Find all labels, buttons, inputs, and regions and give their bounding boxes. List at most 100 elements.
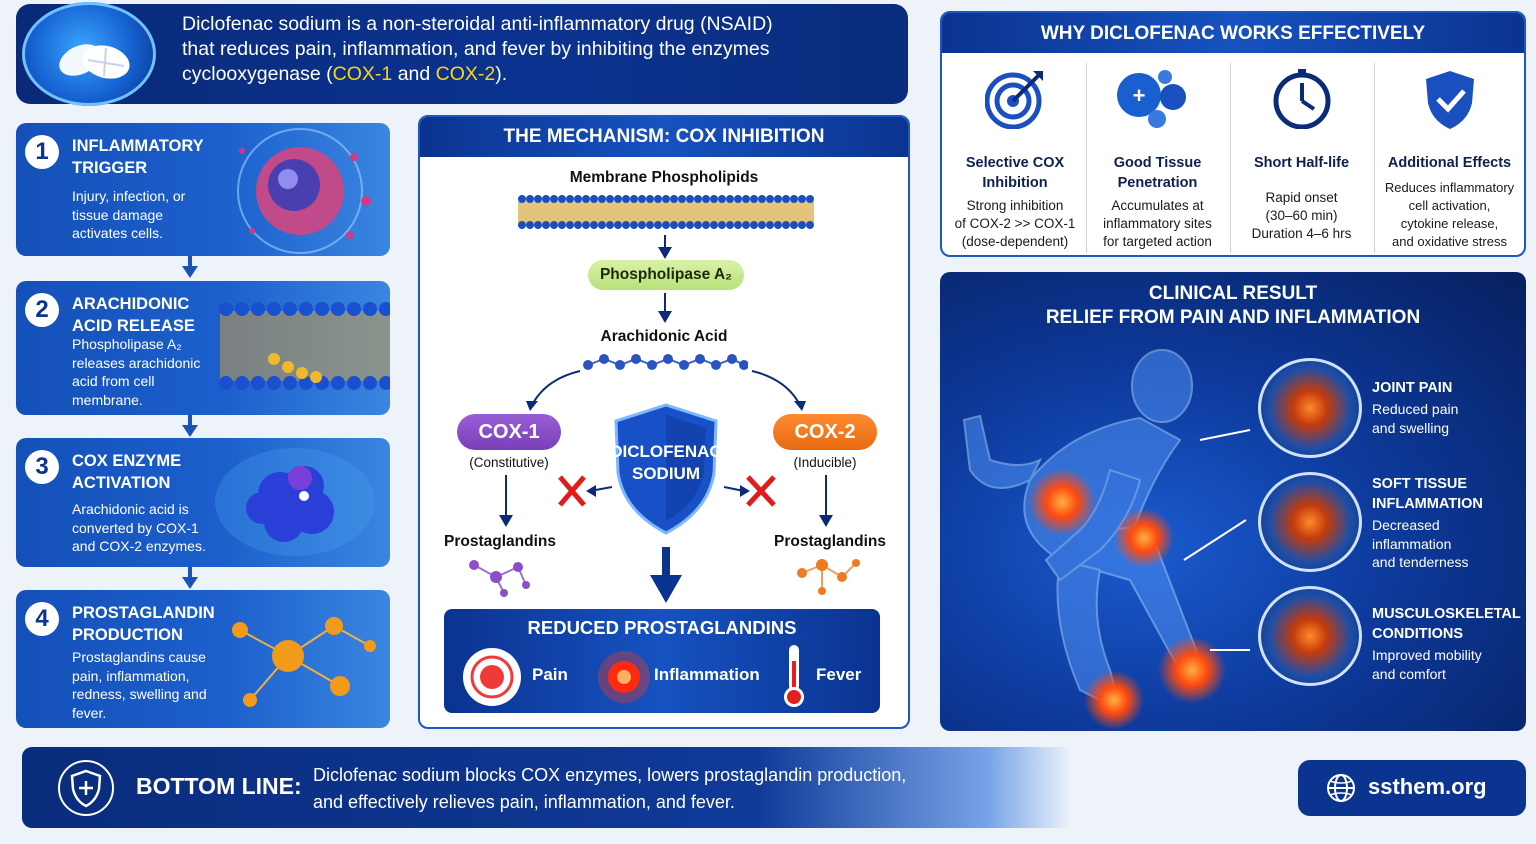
intro-text: Diclofenac sodium is a non-steroidal ant… — [182, 13, 773, 85]
why-item-title: Short Half-life — [1253, 155, 1350, 171]
membrane-bead — [798, 221, 806, 229]
membrane-bead — [774, 221, 782, 229]
branch-arrows — [526, 370, 806, 411]
cox2-highlight: COX-2 — [435, 63, 496, 85]
step-desc-4: Prostaglandins cause pain, inflammation,… — [72, 649, 207, 721]
why-item-halflife: Short Half-life Rapid onset(30–60 min)Du… — [1230, 63, 1372, 253]
membrane-bead — [742, 221, 750, 229]
membrane-bead — [646, 221, 654, 229]
clock-icon — [1273, 69, 1331, 129]
step-number-4: 4 — [25, 602, 59, 636]
membrane-bead — [766, 195, 774, 203]
why-panel: WHY DICLOFENAC WORKS EFFECTIVELY Selecti… — [940, 11, 1526, 257]
membrane-bead — [734, 195, 742, 203]
thermometer-icon — [784, 645, 804, 707]
membrane-bead — [518, 195, 526, 203]
why-item-desc: Rapid onset(30–60 min)Duration 4–6 hrs — [1251, 190, 1352, 241]
molecules-icon: + — [1117, 70, 1186, 128]
membrane-bead — [654, 195, 662, 203]
step-number-2: 2 — [25, 293, 59, 327]
why-title: WHY DICLOFENAC WORKS EFFECTIVELY — [942, 13, 1524, 53]
diclofenac-shield-icon — [614, 403, 718, 535]
clinical-title: CLINICAL RESULT RELIEF FROM PAIN AND INF… — [1045, 283, 1421, 328]
step-card-4: 4 PROSTAGLANDIN PRODUCTION Prostaglandin… — [16, 590, 390, 728]
membrane-bead — [678, 221, 686, 229]
membrane-bead — [670, 195, 678, 203]
step-card-2: 2 ARACHIDONIC ACID RELEASE Phospholipase… — [16, 281, 390, 415]
big-down-arrow-icon — [650, 547, 682, 603]
intro-banner — [16, 4, 908, 104]
membrane-bead — [574, 221, 582, 229]
membrane-bead — [654, 221, 662, 229]
hand-tissue-image — [1258, 472, 1362, 572]
cox2-pill: COX-2 — [773, 414, 877, 450]
website-badge[interactable]: ssthem.org — [1298, 760, 1526, 816]
down-arrow-icon — [182, 415, 198, 437]
membrane-bead — [622, 195, 630, 203]
effect-pain: Pain — [532, 665, 568, 684]
membrane-bead — [662, 221, 670, 229]
reduced-title: REDUCED PROSTAGLANDINS — [527, 617, 797, 638]
membrane-bead — [598, 221, 606, 229]
shield-icon — [58, 760, 114, 816]
membrane-bead — [718, 195, 726, 203]
membrane-bead — [590, 195, 598, 203]
prostaglandin-illustration — [210, 590, 390, 728]
inflammation-icon — [598, 651, 650, 703]
membrane-bead — [550, 195, 558, 203]
membrane-bead — [726, 195, 734, 203]
bottom-line-text: Diclofenac sodium blocks COX enzymes, lo… — [313, 765, 907, 812]
cox1-pill: COX-1 — [457, 414, 561, 450]
prostaglandin-molecule-orange — [797, 559, 860, 595]
website-text: ssthem.org — [1368, 774, 1487, 799]
down-arrow-icon — [658, 293, 672, 323]
step-title-3: COX ENZYME ACTIVATION — [72, 452, 182, 492]
membrane-bead — [782, 195, 790, 203]
step-title-4: PROSTAGLANDIN PRODUCTION — [72, 604, 215, 644]
membrane-bead — [774, 195, 782, 203]
membrane-bead — [582, 221, 590, 229]
prostaglandin-molecule-purple — [469, 560, 530, 597]
diclofenac-label: DICLOFENAC SODIUM — [610, 442, 722, 483]
membrane-bead — [750, 221, 758, 229]
membrane-bead — [526, 221, 534, 229]
membrane-bead — [638, 195, 646, 203]
membrane-bead — [638, 221, 646, 229]
membrane-bead — [694, 221, 702, 229]
pill-icon — [22, 2, 156, 106]
step-desc-1: Injury, infection, or tissue damage acti… — [72, 188, 186, 241]
down-arrow-icon — [658, 235, 672, 259]
step-title-2: ARACHIDONIC ACID RELEASE — [72, 295, 195, 335]
membrane-bead — [526, 195, 534, 203]
human-body-illustration — [962, 349, 1251, 730]
prostaglandins-right-label: Prostaglandins — [774, 533, 886, 550]
membrane-bead — [694, 195, 702, 203]
why-item-title: Additional Effects — [1387, 155, 1512, 171]
phospholipase-label: Phospholipase A₂ — [588, 260, 744, 290]
step-number-1: 1 — [25, 135, 59, 169]
membrane-bilayer-illustration — [518, 195, 814, 229]
membrane-bead — [582, 195, 590, 203]
cox1-highlight: COX-1 — [332, 63, 393, 85]
membrane-bead — [558, 221, 566, 229]
membrane-bead — [798, 195, 806, 203]
membrane-bead — [782, 221, 790, 229]
membrane-bead — [678, 195, 686, 203]
membrane-bead — [606, 195, 614, 203]
step-desc-3: Arachidonic acid is converted by COX-1 a… — [72, 501, 206, 554]
spine-image — [1258, 586, 1362, 686]
membrane-bead — [542, 221, 550, 229]
membrane-bead — [662, 195, 670, 203]
globe-icon — [1327, 774, 1355, 802]
prostaglandins-left-label: Prostaglandins — [444, 533, 556, 550]
target-icon — [985, 71, 1043, 129]
arachidonic-acid-label: Arachidonic Acid — [600, 328, 728, 345]
inflamed-cell-illustration — [200, 123, 390, 256]
membrane-bead — [702, 221, 710, 229]
step-number-3: 3 — [25, 450, 59, 484]
membrane-bead — [710, 195, 718, 203]
membrane-bead — [742, 195, 750, 203]
